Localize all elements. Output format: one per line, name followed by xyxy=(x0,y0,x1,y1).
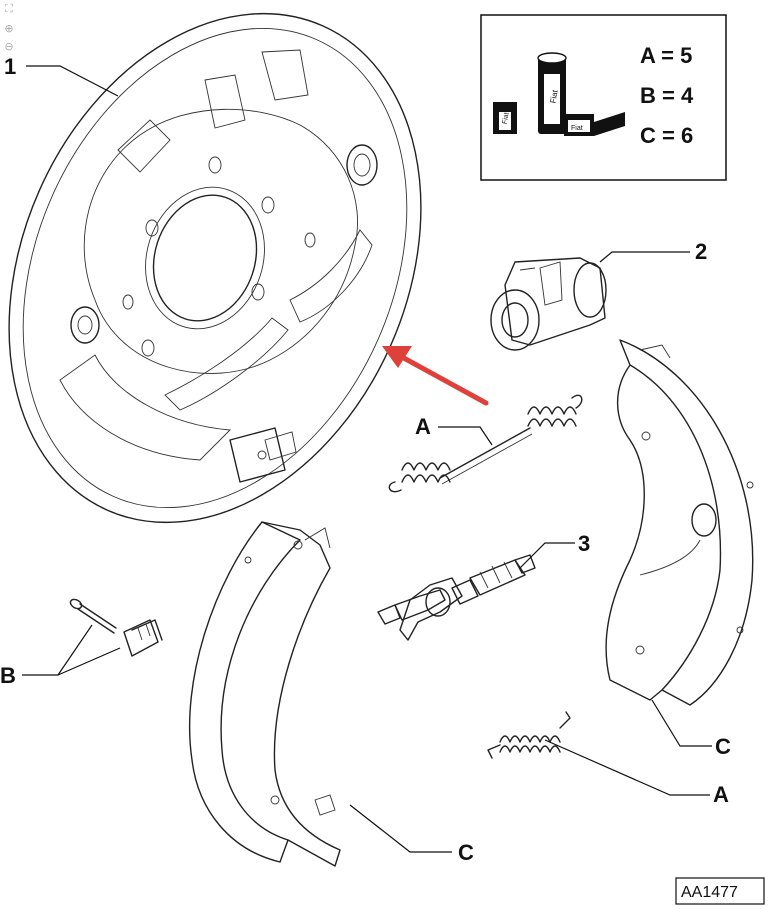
legend-box-label-3: Fiat xyxy=(571,125,583,132)
callout-3-leader xyxy=(519,542,575,569)
callout-a-lower: A xyxy=(713,782,729,807)
backing-plate xyxy=(8,12,422,524)
callout-c-right-leader xyxy=(651,699,712,747)
callout-a-upper: A xyxy=(415,414,431,439)
callout-b: B xyxy=(0,663,16,688)
legend-line-c: C = 6 xyxy=(640,123,693,148)
callout-a-upper-leader xyxy=(438,426,493,446)
reference-box: AA1477 xyxy=(675,877,765,905)
upper-return-spring xyxy=(388,394,583,493)
adjuster-strut xyxy=(377,554,536,641)
callout-b-leader xyxy=(22,624,121,676)
wheel-cylinder xyxy=(490,257,607,351)
zoom-out-icon[interactable]: ⊖ xyxy=(4,40,14,53)
callout-2: 2 xyxy=(695,239,707,264)
callout-2-leader xyxy=(599,251,690,263)
reference-code: AA1477 xyxy=(681,884,738,901)
red-arrow xyxy=(382,346,489,406)
callout-1-leader xyxy=(26,65,119,97)
callout-3: 3 xyxy=(578,531,590,556)
legend-box-label-2: Fiat xyxy=(549,89,560,104)
zoom-in-icon[interactable]: ⊕ xyxy=(4,22,14,35)
callout-c-left: C xyxy=(458,840,474,865)
callout-a-lower-leader xyxy=(544,739,710,796)
callout-1: 1 xyxy=(4,54,16,79)
hold-down-pin-and-clip xyxy=(69,598,163,657)
callout-c-left-leader xyxy=(349,804,452,853)
legend-line-a: A = 5 xyxy=(640,43,692,68)
fit-icon[interactable]: ⛶ xyxy=(5,2,13,15)
right-brake-shoe xyxy=(605,339,754,706)
left-brake-shoe xyxy=(188,521,341,867)
quantity-legend: Fiat Fiat Fiat A = 5 B = 4 C = 6 xyxy=(480,14,727,181)
legend-line-b: B = 4 xyxy=(640,83,694,108)
legend-box-label-1: Fiat xyxy=(502,112,511,125)
lower-return-spring xyxy=(487,711,571,759)
callout-c-right: C xyxy=(715,734,731,759)
